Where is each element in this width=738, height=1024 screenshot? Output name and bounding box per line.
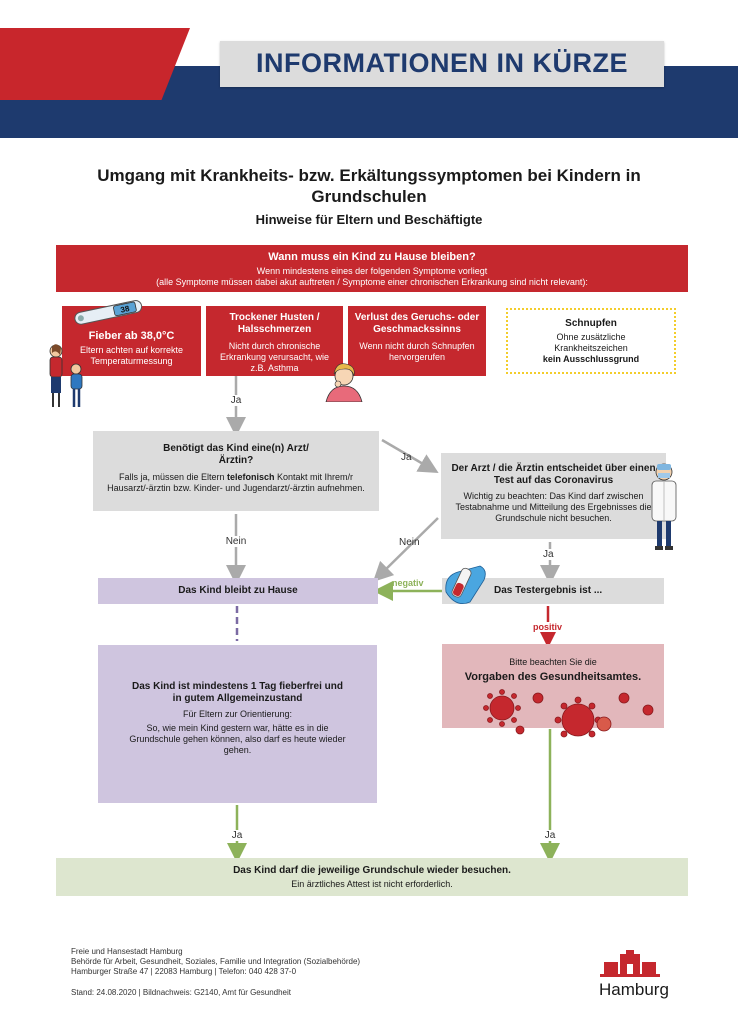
thermometer-reading: 38 (120, 304, 131, 315)
schnupfen-box: Schnupfen Ohne zusätzliche Krankheitszei… (506, 308, 676, 374)
symptom-cough-text: Nicht durch chronische Erkrankung verurs… (219, 341, 330, 373)
footer-stand: Stand: 24.08.2020 | Bildnachweis: G2140,… (71, 988, 291, 997)
home-box: Das Kind bleibt zu Hause (98, 578, 378, 604)
home-title: Das Kind bleibt zu Hause (178, 585, 298, 596)
hamburg-logo-text: Hamburg (599, 980, 669, 999)
doctor-illustration (651, 463, 677, 550)
symptom-fever-title: Fieber ab 38,0°C (88, 330, 175, 342)
coughing-person-illustration (325, 363, 363, 402)
virus-illustration (483, 689, 654, 738)
header-title-box (220, 41, 664, 87)
header-red-accent (0, 28, 190, 100)
symptom-smell-text: Wenn nicht durch Schnupfen hervorgerufen (359, 341, 475, 362)
test-title: Der Arzt / die Ärztin entscheidet über e… (451, 463, 656, 486)
footer-line1: Freie und Hansestadt Hamburg (71, 947, 183, 956)
fever-sub: Für Eltern zur Orientierung: (182, 709, 293, 719)
question-line1: Wenn mindestens eines der folgenden Symp… (256, 266, 488, 276)
symptom-cough-title: Trockener Husten / Halsschmerzen (229, 312, 320, 335)
question-box: Wann muss ein Kind zu Hause bleiben? Wen… (56, 245, 688, 292)
label-ja-health: Ja (536, 830, 564, 841)
schnupfen-text: Ohne zusätzliche Krankheitszeichen (554, 332, 628, 353)
arzt-title: Benötigt das Kind eine(n) Arzt/Ärztin? (163, 443, 309, 466)
header-title: INFORMATIONEN IN KÜRZE (256, 48, 628, 78)
symptom-smell: Verlust des Geruchs- oder Geschmackssinn… (348, 306, 486, 376)
fever-box: Das Kind ist mindestens 1 Tag fieberfrei… (98, 645, 377, 803)
thermometer-icon: 38 (74, 300, 143, 325)
return-text: Ein ärztliches Attest ist nicht erforder… (291, 879, 453, 889)
test-box: Der Arzt / die Ärztin entscheidet über e… (441, 453, 666, 539)
page-title: Umgang mit Krankheits- bzw. Erkältungssy… (97, 166, 641, 206)
health-title: Vorgaben des Gesundheitsamtes. (464, 671, 642, 683)
arrow-test-to-home (372, 517, 439, 583)
health-box: Bitte beachten Sie die Vorgaben des Gesu… (442, 644, 664, 728)
footer-line3: Hamburger Straße 47 | 22083 Hamburg | Te… (71, 967, 297, 976)
symptom-cough: Trockener Husten / Halsschmerzen Nicht d… (206, 306, 343, 376)
return-box: Das Kind darf die jeweilige Grundschule … (56, 858, 688, 896)
result-title: Das Testergebnis ist ... (494, 585, 603, 596)
arzt-box: Benötigt das Kind eine(n) Arzt/Ärztin? F… (93, 431, 379, 511)
label-negativ: negativ (392, 578, 424, 588)
arrow-arzt-to-test (381, 438, 439, 474)
fever-title: Das Kind ist mindestens 1 Tag fieberfrei… (132, 681, 343, 704)
label-ja-symptoms: Ja (222, 395, 250, 406)
health-line1: Bitte beachten Sie die (509, 657, 597, 667)
label-ja-fever: Ja (223, 830, 251, 841)
question-line2: (alle Symptome müssen dabei akut auftret… (156, 277, 588, 287)
symptom-smell-title: Verlust des Geruchs- oder Geschmackssinn… (354, 312, 480, 335)
arzt-text: Falls ja, müssen die Eltern telefonisch … (107, 472, 365, 493)
test-tube-illustration (445, 565, 486, 605)
schnupfen-bold: kein Ausschlussgrund (542, 354, 640, 364)
schnupfen-title: Schnupfen (565, 318, 617, 329)
symptom-fever-text: Eltern achten auf korrekte Temperaturmes… (79, 345, 184, 366)
label-positiv: positiv (533, 622, 563, 632)
label-nein-arzt: Nein (222, 536, 250, 547)
fever-text: So, wie mein Kind gestern war, hätte es … (129, 723, 346, 755)
label-ja-result: Ja (543, 549, 554, 560)
label-ja-test: Ja (401, 452, 412, 463)
return-title: Das Kind darf die jeweilige Grundschule … (233, 865, 511, 876)
hamburg-castle-logo (600, 950, 660, 977)
footer-line2: Behörde für Arbeit, Gesundheit, Soziales… (71, 957, 361, 966)
test-text: Wichtig zu beachten: Das Kind darf zwisc… (455, 491, 652, 523)
page-subtitle: Hinweise für Eltern und Beschäftigte (255, 212, 483, 227)
parent-child-illustration (49, 344, 83, 407)
footer-address: Freie und Hansestadt Hamburg Behörde für… (71, 947, 360, 977)
question-title: Wann muss ein Kind zu Hause bleiben? (268, 251, 476, 263)
label-nein-test: Nein (399, 537, 420, 548)
